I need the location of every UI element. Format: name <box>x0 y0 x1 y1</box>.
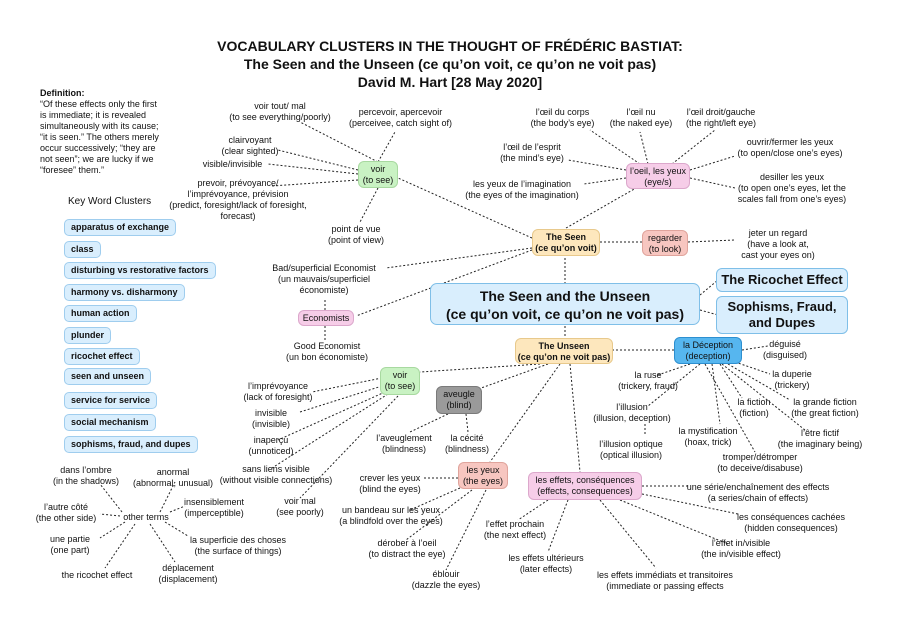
label-effet-invisible: l’effet in/visible (the in/visible effec… <box>701 538 781 559</box>
keyword-clusters-heading: Key Word Clusters <box>68 196 152 207</box>
sophisms-fraud-dupes-box[interactable]: Sophisms, Fraud, and Dupes <box>716 296 848 334</box>
label-other-terms: other terms <box>123 512 169 522</box>
node-aveugle[interactable]: aveugle (blind) <box>436 386 482 414</box>
keyword-item[interactable]: seen and unseen <box>64 368 152 385</box>
ricochet-effect-box[interactable]: The Ricochet Effect <box>716 268 848 292</box>
label-effet-prochain: l’effet prochain (the next effect) <box>483 519 547 540</box>
label-oeil-esprit: l’œil de l’esprit (the mind’s eye) <box>500 142 564 163</box>
label-oeil-droit: l’œil droit/gauche (the right/left eye) <box>685 107 757 128</box>
label-dessiller: desiller les yeux (to open one’s eyes, l… <box>737 172 847 204</box>
label-voir-tout: voir tout/ mal (to see everything/poorly… <box>229 101 331 122</box>
node-voir-top[interactable]: voir (to see) <box>358 161 398 188</box>
label-consequences-cachees: les conséquences cachées (hidden consequ… <box>736 512 846 533</box>
label-mystification: la mystification (hoax, trick) <box>678 426 738 447</box>
label-prevoir: prevoir, prévoyance/ l’imprévoyance, pré… <box>169 178 307 221</box>
label-bandeau: un bandeau sur les yeux (a blindfold ove… <box>339 505 443 526</box>
label-insensiblement: insensiblement (imperceptible) <box>183 497 245 518</box>
keyword-item[interactable]: human action <box>64 305 137 322</box>
label-eblouir: éblouir (dazzle the eyes) <box>411 569 481 590</box>
label-fiction: la fiction (fiction) <box>737 397 771 418</box>
label-bad-economist: Bad/superficial Economist (un mauvais/su… <box>272 263 376 295</box>
label-effets-ulterieurs: les effets ultérieurs (later effects) <box>508 553 584 574</box>
node-economists[interactable]: Economists <box>298 310 354 326</box>
central-node-seen-unseen[interactable]: The Seen and the Unseen (ce qu’on voit, … <box>430 283 700 325</box>
label-inapercu: inaperçu (unnoticed) <box>248 435 294 456</box>
label-etre-fictif: l’être fictif (the imaginary being) <box>777 428 863 449</box>
label-crever: crever les yeux (blind the eyes) <box>359 473 421 494</box>
keyword-item[interactable]: harmony vs. disharmony <box>64 284 185 301</box>
keyword-item[interactable]: plunder <box>64 327 111 344</box>
keyword-item[interactable]: social mechanism <box>64 414 156 431</box>
label-derober: dérober à l’oeil (to distract the eye) <box>368 538 446 559</box>
label-ricochet-effect: the ricochet effect <box>61 570 133 580</box>
header-subtitle: The Seen and the Unseen (ce qu’on voit, … <box>243 56 657 72</box>
definition-text: “Of these effects only the first is imme… <box>40 99 159 175</box>
node-effets-consequences[interactable]: les effets, conséquences (effects, conse… <box>528 472 642 500</box>
node-les-yeux[interactable]: les yeux (the eyes) <box>458 462 508 489</box>
keyword-item[interactable]: sophisms, fraud, and dupes <box>64 436 198 453</box>
node-oeil-yeux[interactable]: l’oeil, les yeux (eye/s) <box>626 163 690 189</box>
keyword-item[interactable]: class <box>64 241 101 258</box>
label-good-economist: Good Economist (un bon économiste) <box>285 341 369 362</box>
label-effets-immediats: les effets immédiats et transitoires (im… <box>597 570 733 591</box>
definition-label: Definition: <box>40 88 85 98</box>
label-percevoir: percevoir, apercevoir (perceivee, catch … <box>348 107 453 128</box>
label-invisible: invisible (invisible) <box>251 408 290 429</box>
label-autre-cote: l’autre côté (the other side) <box>35 502 97 523</box>
label-sans-liens: sans liens visible (without visible conn… <box>219 464 333 485</box>
label-oeil-corps: l’œil du corps (the body’s eye) <box>530 107 595 128</box>
label-anormal: anormal (abnormal, unusual) <box>132 467 214 488</box>
label-yeux-imagination: les yeux de l’imagination (the eyes of t… <box>465 179 579 200</box>
keyword-item[interactable]: apparatus of exchange <box>64 219 177 236</box>
label-voir-mal: voir mal (see poorly) <box>276 496 324 517</box>
keyword-item[interactable]: ricochet effect <box>64 348 140 365</box>
label-ouvrir-fermer: ouvrir/fermer les yeux (to open/close on… <box>737 137 843 158</box>
label-oeil-nu: l’œil nu (the naked eye) <box>609 107 673 128</box>
label-imprevoyance: l’imprévoyance (lack of foresight) <box>243 381 313 402</box>
label-visible: visible/invisible <box>202 159 263 169</box>
keyword-item[interactable]: disturbing vs restorative factors <box>64 262 216 279</box>
label-illusion: l’illusion (illusion, deception) <box>593 402 671 423</box>
label-grande-fiction: la grande fiction (the great fiction) <box>791 397 859 418</box>
node-the-unseen[interactable]: The Unseen (ce qu’on ne voit pas) <box>515 338 613 364</box>
label-dans-ombre: dans l’ombre (in the shadows) <box>52 465 120 486</box>
header-author: David M. Hart [28 May 2020] <box>357 74 543 90</box>
node-regarder[interactable]: regarder (to look) <box>642 230 688 256</box>
label-une-partie: une partie (one part) <box>49 534 91 555</box>
label-superficie: la superficie des choses (the surface of… <box>189 535 287 556</box>
label-clairvoyant: clairvoyant (clear sighted) <box>221 135 279 156</box>
label-cecite: la cécité (blindness) <box>444 433 490 454</box>
label-duperie: la duperie (trickery) <box>772 369 812 390</box>
label-deplacement: déplacement (displacement) <box>158 563 218 584</box>
label-serie-effets: une série/enchaînement des effects (a se… <box>686 482 830 503</box>
node-the-seen[interactable]: The Seen (ce qu’on voit) <box>532 229 600 256</box>
keyword-item[interactable]: service for service <box>64 392 158 409</box>
label-point-de-vue: point de vue (point of view) <box>327 224 385 245</box>
label-aveuglement: l’aveuglement (blindness) <box>376 433 432 454</box>
label-deguise: déguisé (disguised) <box>762 339 808 360</box>
label-tromper: tromper/détromper (to deceive/disabuse) <box>717 452 803 473</box>
header-title: VOCABULARY CLUSTERS IN THE THOUGHT OF FR… <box>217 38 683 54</box>
node-voir-bottom[interactable]: voir (to see) <box>380 367 420 395</box>
label-jeter-regard: jeter un regard (have a look at, cast yo… <box>741 228 815 260</box>
label-illusion-optique: l’illusion optique (optical illusion) <box>599 439 663 460</box>
label-ruse: la ruse (trickery, fraud) <box>618 370 678 391</box>
node-deception[interactable]: la Déception (deception) <box>674 337 742 364</box>
